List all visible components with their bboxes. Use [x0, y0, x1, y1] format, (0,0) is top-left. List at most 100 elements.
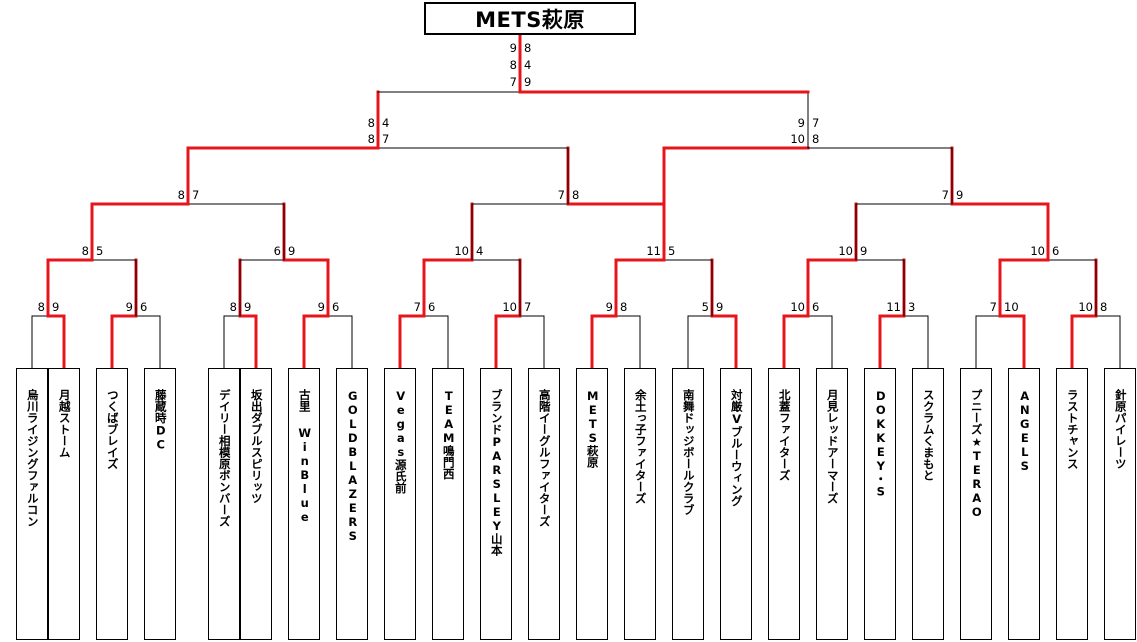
team-name: 古里 WinBlue [297, 389, 312, 524]
team-box: 古里 WinBlue [288, 368, 320, 640]
team-name: 藤蔵時DC [153, 389, 168, 452]
team-name: プニーズ★TERAO [969, 389, 984, 519]
r3-score-right: 7 [192, 188, 200, 202]
team-name: ラストチャンス [1065, 389, 1080, 470]
r2-score-right: 5 [668, 244, 676, 258]
r1-score-right: 7 [524, 300, 532, 314]
final-score-right: 9 [524, 75, 532, 89]
team-name: TEAM鳴門西 [441, 389, 456, 480]
r1-score-left: 10 [790, 300, 805, 314]
team-box: プニーズ★TERAO [960, 368, 992, 640]
r2-score-left: 10 [1030, 244, 1045, 258]
r1-score-right: 9 [244, 300, 252, 314]
team-name: デイリー相模原ボンバーズ [217, 389, 232, 527]
r2-score-left: 8 [81, 244, 89, 258]
team-box: 烏川ライジングファルコン [16, 368, 48, 640]
sf-score-right: 7 [382, 132, 390, 146]
r1-score-right: 8 [1100, 300, 1108, 314]
r1-score-right: 6 [332, 300, 340, 314]
r3-score-left: 7 [941, 188, 949, 202]
champion-box: METS萩原 [424, 2, 636, 35]
r1-score-left: 7 [413, 300, 421, 314]
team-box: METS萩原 [576, 368, 608, 640]
team-name: METS萩原 [585, 389, 600, 468]
r3-score-right: 8 [572, 188, 580, 202]
r2-score-left: 11 [646, 244, 661, 258]
team-name: 高階イーグルファイターズ [537, 389, 552, 527]
team-box: 高階イーグルファイターズ [528, 368, 560, 640]
team-box: TEAM鳴門西 [432, 368, 464, 640]
final-score-right: 4 [524, 58, 532, 72]
team-box: ANGELS [1008, 368, 1040, 640]
r1-score-left: 11 [886, 300, 901, 314]
r1-score-left: 8 [229, 300, 237, 314]
r1-score-left: 9 [605, 300, 613, 314]
team-name: ANGELS [1017, 389, 1032, 473]
team-name: 月越ストーム [57, 389, 72, 458]
sf-score-right: 8 [812, 132, 820, 146]
team-box: 針原パイレーツ [1104, 368, 1136, 640]
r3-score-left: 7 [557, 188, 565, 202]
team-box: デイリー相模原ボンバーズ [208, 368, 240, 640]
team-name: ブランドPARSLEY山本 [489, 389, 504, 556]
champion-name: METS萩原 [475, 7, 585, 32]
final-score-left: 8 [509, 58, 517, 72]
r2-score-right: 6 [1052, 244, 1060, 258]
team-box: DOKKEY・S [864, 368, 896, 640]
team-name: 坂出ダブルスピリッツ [249, 389, 264, 504]
r1-score-right: 10 [1004, 300, 1019, 314]
final-score-right: 8 [524, 41, 532, 55]
team-box: ラストチャンス [1056, 368, 1088, 640]
team-box: GOLDBLAZERS [336, 368, 368, 640]
r3-score-right: 9 [956, 188, 964, 202]
r1-score-left: 9 [125, 300, 133, 314]
team-box: 藤蔵時DC [144, 368, 176, 640]
team-name: Vegas源氏前 [393, 389, 408, 494]
sf-score-left: 9 [797, 116, 805, 130]
r1-score-right: 9 [716, 300, 724, 314]
r2-score-right: 9 [288, 244, 296, 258]
team-name: 烏川ライジングファルコン [25, 389, 40, 527]
team-box: 北蓋ファイターズ [768, 368, 800, 640]
r1-score-left: 10 [502, 300, 517, 314]
r2-score-right: 5 [96, 244, 104, 258]
final-score-left: 9 [509, 41, 517, 55]
r1-score-left: 5 [701, 300, 709, 314]
r1-score-left: 7 [989, 300, 997, 314]
r1-score-right: 6 [812, 300, 820, 314]
sf-score-right: 7 [812, 116, 820, 130]
r1-score-left: 8 [37, 300, 45, 314]
r1-score-left: 10 [1078, 300, 1093, 314]
r2-score-left: 10 [454, 244, 469, 258]
r2-score-right: 4 [476, 244, 484, 258]
team-box: スクラムくまもと [912, 368, 944, 640]
r2-score-right: 9 [860, 244, 868, 258]
sf-score-right: 4 [382, 116, 390, 130]
team-box: Vegas源氏前 [384, 368, 416, 640]
team-name: スクラムくまもと [921, 389, 936, 481]
r1-score-right: 8 [620, 300, 628, 314]
r1-score-right: 6 [428, 300, 436, 314]
team-box: 対厳Vブルーウィング [720, 368, 752, 640]
sf-score-left: 8 [367, 132, 375, 146]
r1-score-right: 6 [140, 300, 148, 314]
r1-score-right: 3 [908, 300, 916, 314]
team-box: 月越ストーム [48, 368, 80, 640]
team-box: 坂出ダブルスピリッツ [240, 368, 272, 640]
team-name: 対厳Vブルーウィング [729, 389, 744, 507]
team-name: 余土っ子ファイターズ [633, 389, 648, 504]
team-box: 余土っ子ファイターズ [624, 368, 656, 640]
r1-score-right: 9 [52, 300, 60, 314]
final-score-left: 7 [509, 75, 517, 89]
r2-score-left: 6 [273, 244, 281, 258]
team-name: 南舞ドッジボールクラブ [681, 389, 696, 516]
team-name: 北蓋ファイターズ [777, 389, 792, 481]
r1-score-left: 9 [317, 300, 325, 314]
team-name: 針原パイレーツ [1113, 389, 1128, 470]
team-box: 月見レッドアーマーズ [816, 368, 848, 640]
team-box: ブランドPARSLEY山本 [480, 368, 512, 640]
team-name: DOKKEY・S [873, 389, 888, 499]
team-box: つくばブレイズ [96, 368, 128, 640]
team-name: つくばブレイズ [105, 389, 120, 470]
